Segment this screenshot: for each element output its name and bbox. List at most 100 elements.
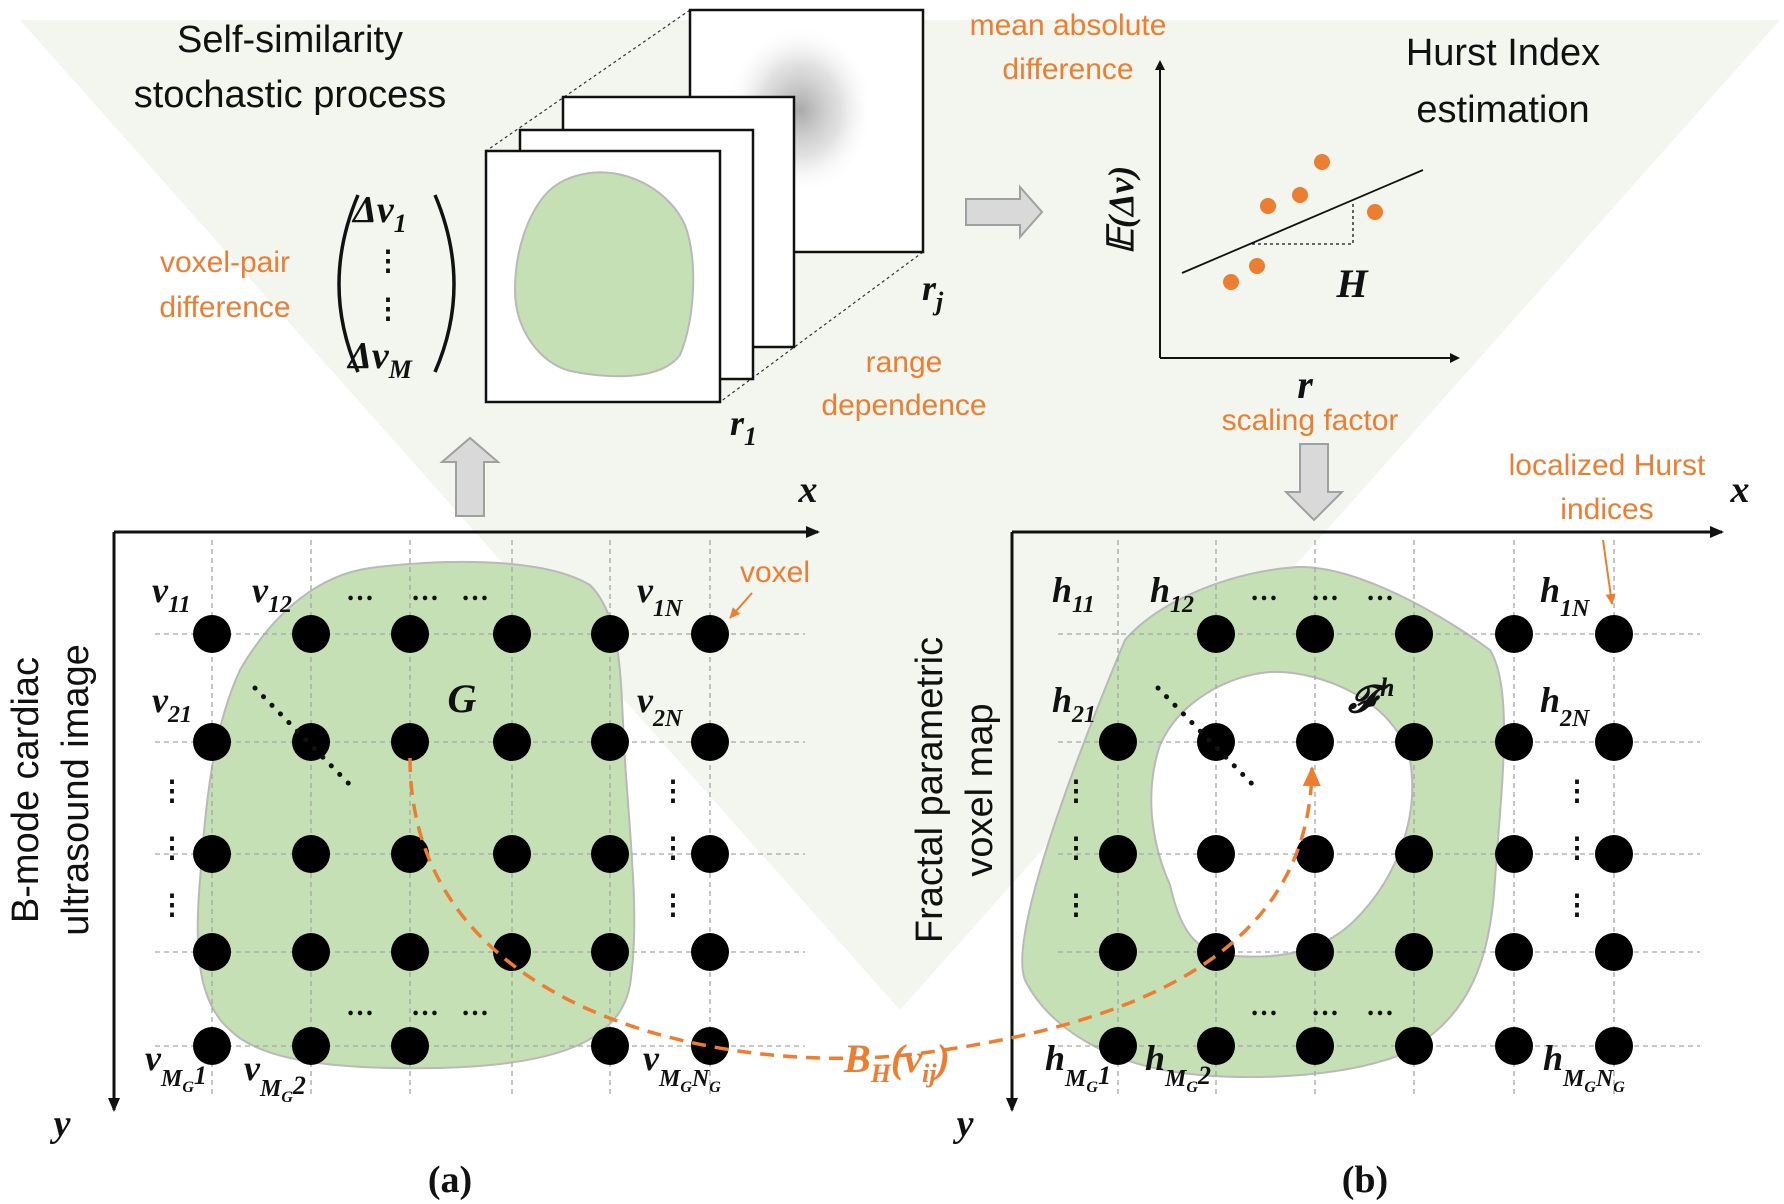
label-hMGNG: hMGNG	[1543, 1038, 1625, 1096]
voxel	[193, 723, 231, 761]
label-h2N: h2N	[1540, 680, 1591, 732]
label-vMG1: vMG1	[145, 1038, 207, 1096]
vertical-ellipsis: ⋮	[1062, 776, 1090, 807]
voxel	[391, 933, 429, 971]
vertical-ellipsis: ⋮	[1062, 890, 1090, 921]
ellipsis: …	[346, 576, 374, 607]
panel-b-y-label: y	[953, 1103, 974, 1145]
label-h1N: h1N	[1540, 570, 1591, 622]
voxel	[391, 835, 429, 873]
voxel-pair-label-line2: difference	[159, 291, 290, 324]
voxel	[691, 1027, 729, 1065]
voxel	[1197, 1027, 1235, 1065]
fit-line	[1181, 169, 1424, 274]
hurst-note-line2: indices	[1560, 493, 1653, 526]
voxel	[292, 615, 330, 653]
region-G-label: G	[448, 676, 477, 721]
ellipsis: …	[1311, 576, 1339, 607]
voxel	[591, 1027, 629, 1065]
vector-vdots-1: ⋮	[374, 246, 402, 277]
panel-b-caption: (b)	[1342, 1159, 1388, 1201]
frame-front-region	[513, 171, 695, 378]
voxel	[691, 933, 729, 971]
panel-b-side-label-line1: Fractal parametric	[909, 637, 951, 943]
voxel	[1099, 933, 1137, 971]
ellipsis: …	[461, 991, 489, 1022]
voxel	[193, 1027, 231, 1065]
hurst-note-arrow	[1602, 539, 1616, 605]
mean-abs-line2: difference	[1002, 53, 1133, 86]
panel-a-voxels	[193, 615, 729, 1065]
background-wedge	[20, 20, 1780, 1010]
label-hMG1: hMG1	[1045, 1038, 1111, 1096]
voxel-note-arrow	[729, 592, 753, 619]
plot-point	[1314, 154, 1330, 170]
voxel	[391, 723, 429, 761]
voxel	[1296, 615, 1334, 653]
plot-point	[1367, 204, 1383, 220]
plot-point	[1292, 187, 1308, 203]
voxel	[1595, 835, 1633, 873]
voxel	[1495, 615, 1533, 653]
voxel	[493, 835, 531, 873]
voxel	[1395, 615, 1433, 653]
vector-bottom-entry: ΔvM	[346, 335, 413, 384]
label-h11: h11	[1052, 570, 1095, 618]
vertical-ellipsis: ⋮	[659, 776, 687, 807]
diagonal-dots	[1155, 685, 1261, 793]
voxel	[591, 723, 629, 761]
panel-a-y-label: y	[50, 1103, 71, 1145]
panel-a-caption: (a)	[428, 1159, 472, 1201]
label-v2N: v2N	[637, 680, 684, 732]
panel-a-side-label-line1: B-mode cardiac	[5, 657, 47, 923]
hurst-title-line2: estimation	[1416, 89, 1589, 131]
ellipsis: …	[411, 991, 439, 1022]
diagonal-dots	[252, 685, 358, 793]
slope-triangle	[1252, 204, 1354, 245]
panel-b-voxels	[1099, 615, 1633, 1065]
voxel	[1495, 835, 1533, 873]
voxel	[591, 933, 629, 971]
mapping-arrow	[408, 757, 1321, 1061]
hurst-plot	[1155, 60, 1460, 363]
vertical-ellipsis: ⋮	[1563, 833, 1591, 864]
voxel	[292, 723, 330, 761]
voxel	[1395, 933, 1433, 971]
voxel	[193, 933, 231, 971]
voxel	[391, 1027, 429, 1065]
frame-first-label: r1	[730, 403, 757, 451]
voxel	[1395, 723, 1433, 761]
voxel	[292, 933, 330, 971]
vertical-ellipsis: ⋮	[1062, 833, 1090, 864]
voxel-pair-label-line1: voxel-pair	[160, 246, 290, 279]
panel-b-x-label: x	[1730, 469, 1750, 511]
plot-point	[1260, 198, 1276, 214]
voxel	[193, 615, 231, 653]
range-dependence-line2: dependence	[821, 389, 986, 422]
plot-point	[1249, 258, 1265, 274]
voxel-note: voxel	[740, 556, 810, 589]
frame-stack	[484, 8, 925, 404]
voxel	[493, 615, 531, 653]
voxel	[1197, 933, 1235, 971]
voxel	[391, 615, 429, 653]
voxel	[1495, 1027, 1533, 1065]
vertical-ellipsis: ⋮	[158, 833, 186, 864]
vertical-ellipsis: ⋮	[1563, 890, 1591, 921]
voxel	[1296, 835, 1334, 873]
ellipsis: …	[1250, 991, 1278, 1022]
mapping-label: BH(vij)	[843, 1036, 950, 1088]
vector-vdots-2: ⋮	[374, 294, 402, 325]
vector-top-entry: Δv1	[351, 189, 407, 238]
voxel	[691, 723, 729, 761]
voxel	[493, 723, 531, 761]
flow-arrow-up	[439, 436, 501, 517]
voxel	[1595, 1027, 1633, 1065]
voxel	[591, 615, 629, 653]
ellipsis: …	[1366, 576, 1394, 607]
voxel	[1296, 1027, 1334, 1065]
plot-ylabel: 𝔼(Δv)	[1101, 166, 1141, 255]
voxel	[493, 933, 531, 971]
voxel	[1395, 835, 1433, 873]
voxel	[1395, 1027, 1433, 1065]
